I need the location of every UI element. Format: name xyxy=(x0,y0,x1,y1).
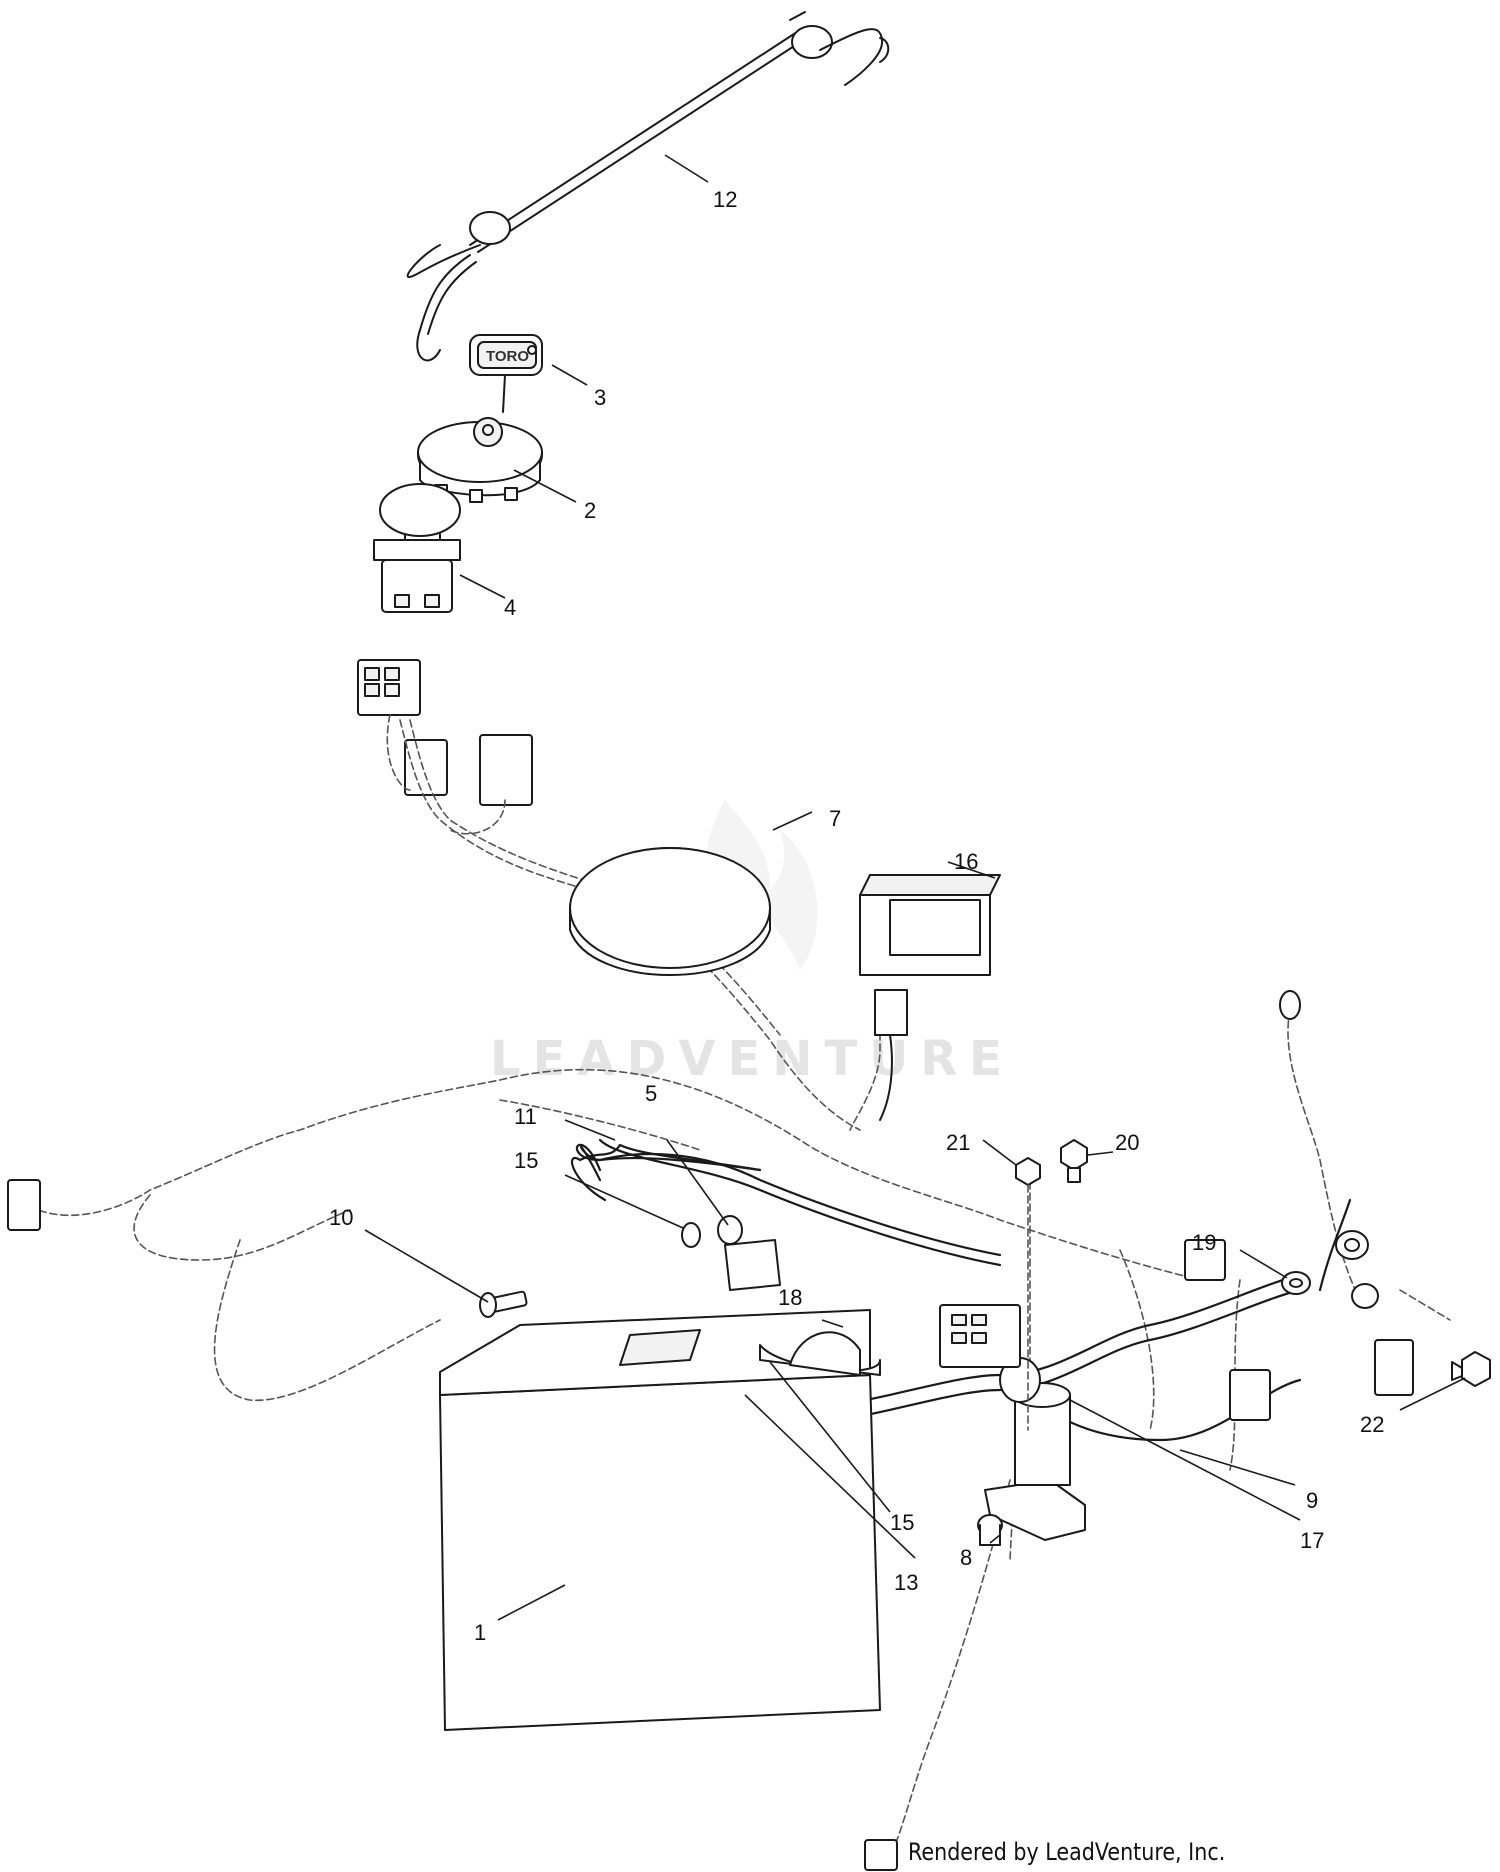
part-12-control-rod xyxy=(406,11,890,362)
harness-connector-right xyxy=(939,1239,1414,1421)
leader-lines xyxy=(364,154,1466,1621)
callout-9: 9 xyxy=(1306,1488,1318,1513)
part-5-clamp xyxy=(717,1215,781,1291)
callout-11: 11 xyxy=(514,1104,537,1129)
part-7-round-pad xyxy=(569,847,771,976)
part-20-bolt xyxy=(1060,1139,1088,1183)
callout-labels: 12 3 2 4 7 16 11 5 15 10 18 21 20 19 22 … xyxy=(329,187,1384,1645)
part-1-battery xyxy=(439,1309,881,1731)
callout-13: 13 xyxy=(894,1570,918,1595)
callout-5: 5 xyxy=(645,1081,657,1106)
key-brand-label: TORO xyxy=(486,348,529,365)
part-10-pin xyxy=(479,1290,528,1318)
part-22-bolt xyxy=(1451,1351,1491,1387)
credit-text: Rendered by LeadVenture, Inc. xyxy=(908,1838,1226,1866)
callout-16: 16 xyxy=(954,849,978,874)
ring-terminals xyxy=(1279,990,1379,1309)
callout-17: 17 xyxy=(1300,1528,1324,1553)
callout-15-upper: 15 xyxy=(514,1148,538,1173)
callout-3: 3 xyxy=(594,385,606,410)
part-19-nut xyxy=(1281,1271,1311,1295)
callout-7: 7 xyxy=(829,806,841,831)
callout-4: 4 xyxy=(504,595,516,620)
part-16-hour-meter xyxy=(859,874,1001,1121)
callout-19: 19 xyxy=(1192,1230,1216,1255)
callout-1: 1 xyxy=(474,1620,486,1645)
wire-harness xyxy=(7,659,1451,1871)
callout-21: 21 xyxy=(946,1130,970,1155)
callout-10: 10 xyxy=(329,1205,353,1230)
callout-2: 2 xyxy=(584,498,596,523)
callout-8: 8 xyxy=(960,1545,972,1570)
part-4-pto-switch xyxy=(373,483,461,613)
callout-12: 12 xyxy=(713,187,737,212)
callout-22: 22 xyxy=(1360,1412,1384,1437)
callout-20: 20 xyxy=(1115,1130,1139,1155)
callout-15-lower: 15 xyxy=(890,1510,914,1535)
part-8-solenoid xyxy=(977,1357,1086,1546)
watermark-text: LEADVENTURE xyxy=(490,1031,1014,1087)
part-11-cable xyxy=(580,1145,762,1182)
callout-18: 18 xyxy=(778,1285,802,1310)
part-21-nut xyxy=(1015,1157,1041,1186)
part-3-ignition-key: TORO xyxy=(469,334,543,413)
part-2-ignition-switch xyxy=(417,417,543,503)
part-15-washer-upper xyxy=(681,1222,701,1248)
